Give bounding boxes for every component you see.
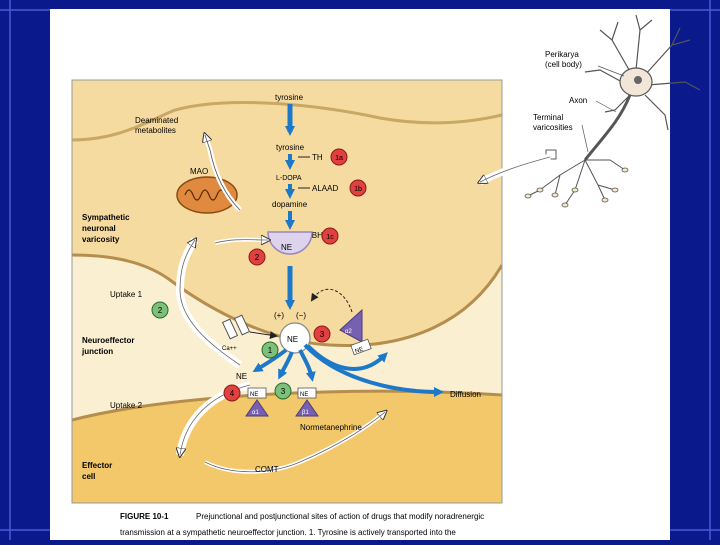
label-dopamine: dopamine — [272, 200, 308, 209]
label-axon: Axon — [569, 96, 587, 105]
calcium-channel: Ca++ — [221, 314, 251, 352]
label-ldopa: L-DOPA — [276, 175, 302, 182]
badge-2-vesicle: 2 — [248, 248, 266, 266]
axon-line — [583, 94, 632, 161]
svg-text:2: 2 — [158, 306, 163, 315]
ne-spread-arrows — [252, 343, 444, 397]
region-sympathetic-1: Sympathetic — [82, 213, 130, 222]
caption-line2: transmission at a sympathetic neuroeffec… — [120, 528, 456, 537]
neuron-pointer-lines — [581, 65, 625, 153]
label-beta1: β1 — [302, 410, 309, 416]
upper-membrane — [72, 101, 502, 142]
badge-1c: 1c — [321, 227, 339, 245]
panel-border — [71, 79, 503, 504]
caption-line1: Prejunctional and postjunctional sites o… — [196, 512, 484, 521]
varicosity-dots — [524, 167, 629, 208]
region-neuroeffector-1: Neuroeffector — [82, 336, 134, 345]
region-sympathetic-2: neuronal — [82, 224, 116, 233]
region-effector-2: cell — [82, 472, 95, 481]
released-ne — [279, 322, 311, 354]
badge-3-receptor: 3 — [274, 382, 292, 400]
region-sympathetic-3: varicosity — [82, 235, 120, 244]
arrow-uptake1-outline — [179, 239, 241, 366]
region-labels: Sympathetic neuronal varicosity Neuroeff… — [81, 213, 134, 481]
effector-cell-fill — [72, 391, 502, 503]
label-ne-alpha2: NE — [354, 347, 364, 355]
enzyme-dbh: DBH — [306, 231, 323, 240]
label-mao: MAO — [190, 167, 208, 176]
label-diffusion: Diffusion — [450, 390, 481, 399]
enzyme-alaad: ALAAD — [312, 184, 338, 193]
label-alpha1: α1 — [252, 410, 259, 416]
label-uptake1: Uptake 1 — [110, 290, 143, 299]
label-ne-beta1: NE — [300, 392, 308, 398]
feedback-dashed-arrow — [310, 288, 353, 313]
region-effector-1: Effector — [82, 461, 112, 470]
label-ne-vesicle: NE — [281, 243, 292, 252]
zoom-pointer-arrow-outline — [479, 156, 551, 183]
label-comt: COMT — [255, 465, 279, 474]
label-deaminated-2: metabolites — [135, 126, 176, 135]
label-perikarya: Perikarya — [545, 50, 579, 59]
label-deaminated-1: Deaminated — [135, 116, 178, 125]
lower-membrane — [72, 253, 502, 348]
label-varicosities: varicosities — [533, 123, 573, 132]
label-ca: Ca++ — [222, 346, 237, 352]
label-ne-released: NE — [287, 335, 298, 344]
badge-1a: 1a — [330, 148, 348, 166]
arrow-to-metabolites-outline — [204, 134, 241, 211]
badge-3-release: 3 — [313, 325, 331, 343]
label-plus: (+) — [274, 311, 284, 320]
region-neuroeffector-2: junction — [81, 347, 113, 356]
label-tyrosine: tyrosine — [276, 143, 305, 152]
label-alpha2: α2 — [345, 329, 352, 335]
svg-text:1: 1 — [268, 346, 273, 355]
nucleus — [634, 76, 642, 84]
badge-4: 4 — [223, 384, 241, 402]
alpha2-autoreceptor: α2 NE — [339, 308, 372, 356]
label-cell-body: (cell body) — [545, 60, 582, 69]
badge-2-uptake: 2 — [151, 301, 169, 319]
caption-figure-number: FIGURE 10-1 — [120, 512, 169, 521]
label-terminal: Terminal — [533, 113, 563, 122]
neuron-illustration: Perikarya (cell body) Axon Terminal vari… — [524, 14, 701, 208]
alpha1-receptor: NE α1 — [245, 387, 269, 417]
label-uptake2: Uptake 2 — [110, 401, 143, 410]
label-ne-alpha1: NE — [250, 392, 258, 398]
svg-text:1c: 1c — [326, 234, 334, 241]
arrow-comt-outline — [204, 411, 386, 473]
svg-text:1a: 1a — [335, 155, 343, 162]
svg-text:4: 4 — [230, 389, 235, 398]
label-normetanephrine: Normetanephrine — [300, 423, 362, 432]
arrow-ca-influx — [249, 331, 278, 340]
label-ne-cleft: NE — [236, 372, 247, 381]
enzyme-th: TH — [312, 153, 323, 162]
synthesis-pathway: tyrosine tyrosine L-DOPA dopamine TH ALA… — [272, 93, 338, 240]
label-minus: (−) — [296, 311, 306, 320]
svg-text:3: 3 — [320, 330, 325, 339]
beta1-receptor: NE β1 — [295, 387, 319, 417]
arrow-to-vesicle-outline — [214, 239, 269, 244]
svg-text:2: 2 — [255, 253, 260, 262]
svg-text:3: 3 — [281, 387, 286, 396]
badge-1b: 1b — [349, 179, 367, 197]
badge-1-ne: 1 — [261, 341, 279, 359]
label-tyrosine-top: tyrosine — [275, 93, 304, 102]
svg-text:1b: 1b — [354, 186, 362, 193]
